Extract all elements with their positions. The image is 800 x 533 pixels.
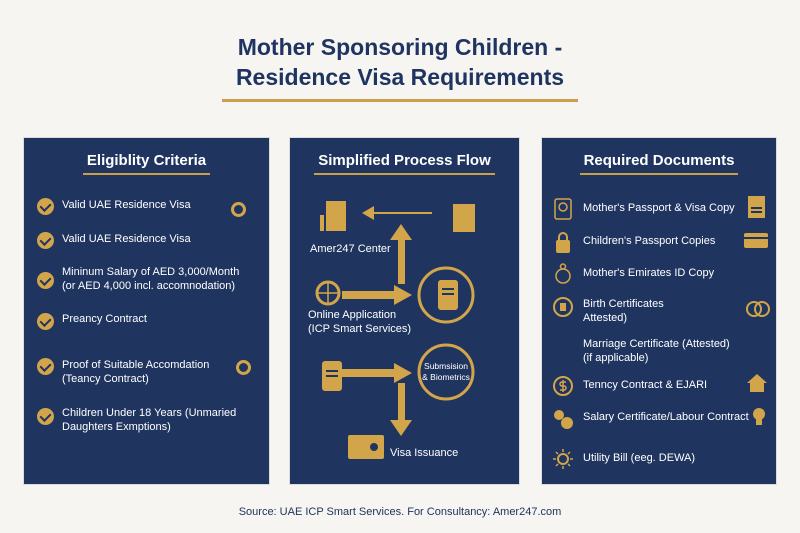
step-online-application: Online Application(ICP Smart Services) <box>308 309 412 335</box>
process-flow-graphics <box>315 201 475 459</box>
process-heading: Simplified Process Flow <box>290 152 519 175</box>
ring-circle <box>417 266 475 324</box>
document-item: Marriage Certificate (Attested)(if appli… <box>583 338 730 364</box>
title-line-2: Residence Visa Requirements <box>235 64 565 90</box>
check-icon <box>37 272 54 289</box>
dollar-icon <box>552 375 574 397</box>
arrow-right-2 <box>342 363 412 383</box>
document-item: Salary Certificate/Labour Contract <box>583 411 749 423</box>
step-amer-center: Amer247 Center <box>310 243 391 255</box>
document-item: Mother's Passport & Visa Copy <box>583 202 735 214</box>
step-submission: Submsision& Biometrics <box>422 361 470 382</box>
criteria-item: Proof of Suitable Accomdation(Teancy Con… <box>62 359 210 385</box>
check-icon <box>37 198 54 215</box>
document-icon <box>453 204 475 232</box>
house-icon <box>746 372 768 394</box>
criteria-item: Valid UAE Residence Visa <box>62 199 191 211</box>
title-underline <box>222 99 578 102</box>
building-document-icon <box>320 201 346 231</box>
passport-icon <box>552 198 574 220</box>
phone-icon <box>552 296 574 318</box>
eligibility-panel: Eligiblity Criteria Valid UAE Residence … <box>23 137 270 485</box>
document-item: Children's Passport Copies <box>583 235 716 247</box>
check-icon <box>37 313 54 330</box>
arrow-up <box>390 224 412 284</box>
criteria-item: Mininum Salary of AED 3,000/Month(or AED… <box>62 266 240 292</box>
sun-icon <box>552 448 574 470</box>
ring-circle-2 <box>417 343 475 401</box>
baby-icon <box>552 263 574 285</box>
step-visa-issuance: Visa Issuance <box>390 447 459 459</box>
arrow-left <box>362 206 432 220</box>
document-item: Mother's Emirates ID Copy <box>583 267 715 279</box>
process-panel: Simplified Process Flow Amer247 Center O… <box>289 137 520 485</box>
documents-heading: Required Documents <box>542 152 776 175</box>
salary-icon <box>552 408 574 430</box>
lock-person-icon <box>552 232 574 254</box>
check-icon <box>37 232 54 249</box>
criteria-item: Preancy Contract <box>62 313 147 325</box>
circle-icon <box>236 360 251 375</box>
eligibility-heading: Eligiblity Criteria <box>24 152 269 175</box>
arrow-right <box>342 285 412 305</box>
documents-panel: Required Documents Mother's Passport & V… <box>541 137 777 485</box>
id-card-icon <box>348 435 384 459</box>
document-icon <box>746 195 768 218</box>
title-line-1: Mother Sponsoring Children - <box>237 34 563 60</box>
arrow-down <box>390 383 412 436</box>
rings-icon <box>745 297 771 319</box>
page-title: Mother Sponsoring Children - Residence Vi… <box>0 32 800 92</box>
lightbulb-icon <box>748 404 770 426</box>
check-icon <box>37 358 54 375</box>
document-item: Tenncy Contract & EJARI <box>583 379 708 391</box>
circle-icon <box>231 202 246 217</box>
check-icon <box>37 408 54 425</box>
source-footer: Source: UAE ICP Smart Services. For Cons… <box>238 506 562 518</box>
criteria-item: Valid UAE Residence Visa <box>62 233 191 245</box>
credit-card-icon <box>743 230 769 252</box>
document-item: Utility Bill (eeg. DEWA) <box>583 452 696 464</box>
